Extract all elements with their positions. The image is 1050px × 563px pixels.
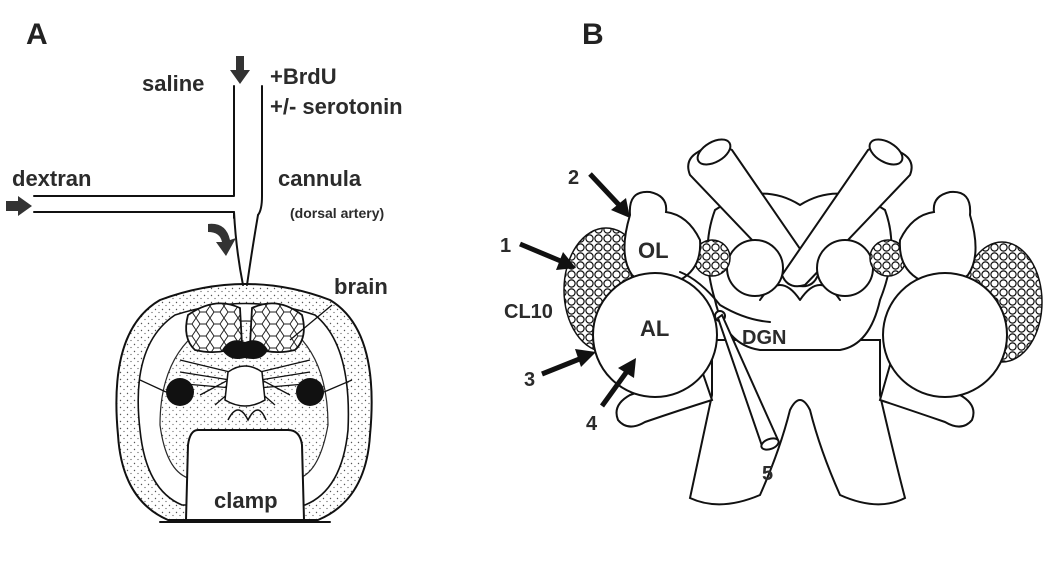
arrow-2 [588,172,630,218]
pipette-tip [760,437,780,451]
arrow-1 [519,241,576,270]
saline-label: saline [142,71,204,96]
panel-b-letter: B [582,18,604,51]
cannula-tubes [33,85,263,286]
brain-label: brain [334,274,388,299]
right-arrow-icon [6,196,32,216]
arrow-5-number: 5 [762,463,773,485]
arrow-2-head [611,198,630,218]
accessory-lobe-al-right [882,272,1008,398]
arrow-3-number: 3 [524,369,535,391]
ol-label: OL [638,238,669,263]
arrow-4 [599,358,636,408]
arrow-4-number: 4 [586,413,598,435]
serotonin-label: +/- serotonin [270,94,403,119]
arrow-2-number: 2 [568,167,579,189]
arrow-3-head [575,349,596,367]
cannula-label: cannula [278,166,362,191]
brain-pointer [289,304,333,341]
brain-tissue [139,302,353,422]
olfactory-lobe-left [623,190,702,285]
dgn-label: DGN [742,327,786,349]
arrow-1-number: 1 [500,235,511,257]
curved-arrow-icon [208,223,236,256]
posterior-body [688,339,907,506]
clamp-shape [184,429,306,521]
panel-a-letter: A [26,18,48,51]
dextran-label: dextran [12,166,91,191]
arrow-1-head [556,252,576,270]
panel-a: A [6,18,403,523]
al-label: AL [640,316,669,341]
clamp-label: clamp [214,488,278,513]
down-arrow-icon [230,56,250,84]
panel-b: B [500,18,1043,506]
arrow-4-head [618,358,636,378]
olfactory-lobe-right [898,190,977,285]
brdu-label: +BrdU [270,64,337,89]
right-inner-lobe [816,239,874,297]
cl10-label: CL10 [504,301,553,323]
crossing-tubes [687,138,913,301]
dorsal-artery-label: (dorsal artery) [290,205,384,221]
left-inner-lobe [726,239,784,297]
arrow-3 [541,349,596,377]
dgn-neuron [679,271,771,323]
